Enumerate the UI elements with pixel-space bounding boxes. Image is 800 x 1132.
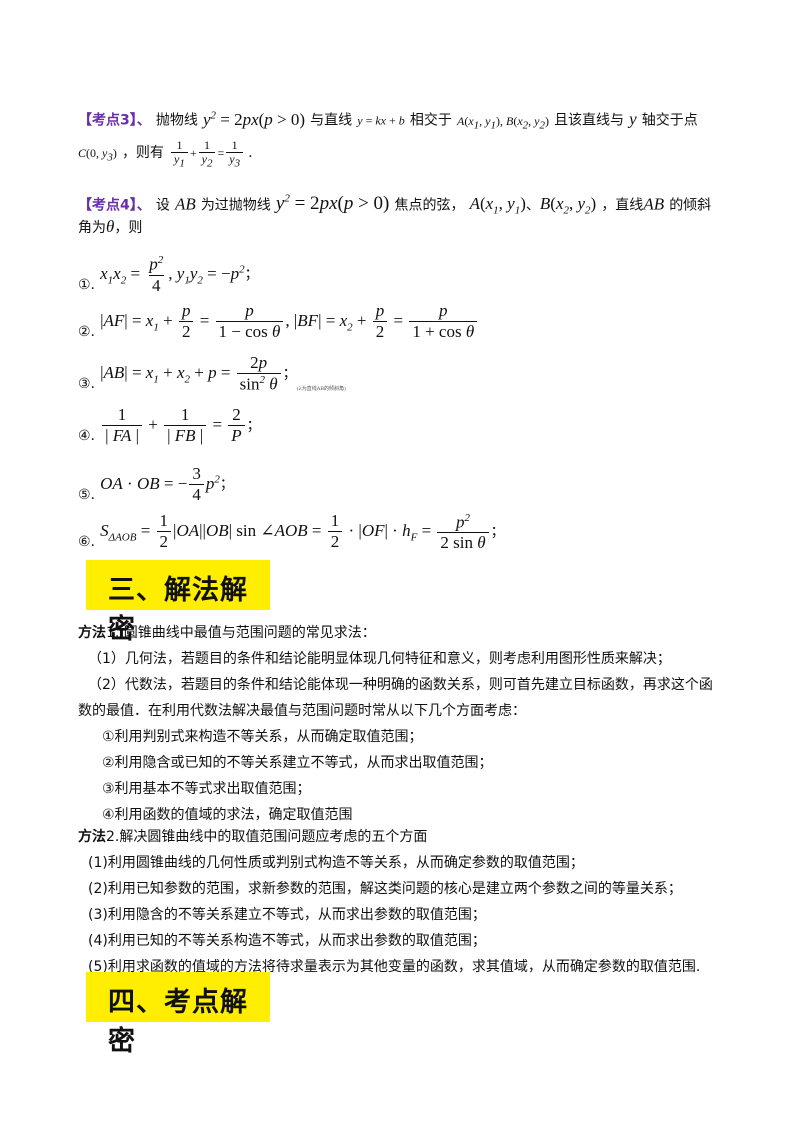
item-1-label: ①. (78, 276, 96, 293)
formula-points-ab: A(x1, y1), B(x2, y2) (456, 113, 549, 132)
kaodian4-sep: 、 (136, 197, 151, 214)
kaodian3-tag: 【考点3】 (78, 112, 137, 129)
formula-y: y (629, 109, 637, 129)
method2-title-line: 方法2.解决圆锥曲线中的取值范围问题应考虑的五个方面 (78, 826, 427, 846)
kaodian4-text8: ，则 (114, 220, 143, 236)
kaodian3-text6: ，则有 (121, 145, 164, 161)
formula-point-b: B(x2, y2) (539, 194, 597, 217)
method2-p1: (1)利用圆锥曲线的几何性质或判别式构造不等关系，从而确定参数的取值范围； (88, 855, 584, 871)
formula-point-c: C(0, y3) (78, 146, 117, 164)
method1-s4: ④利用函数的值域的求法，确定取值范围 (102, 807, 353, 823)
kaodian4-line2: 角为θ，则 (78, 214, 142, 240)
formula-ab: AB (174, 194, 196, 214)
item-4-semi: ； (246, 418, 261, 434)
tiny-note: (λ为直线AB的倾斜角) (296, 386, 346, 392)
method2-p3: (3)利用隐含的不等关系建立不等式，从而求出参数的取值范围； (88, 907, 486, 923)
kaodian4-line1: 【考点4】、 设 AB 为过抛物线 y2 = 2px(p > 0) 焦点的弦， … (78, 184, 712, 217)
section-4-banner: 四、考点解密 (86, 972, 270, 1057)
section-3-banner: 三、解法解密 (86, 560, 270, 645)
method2-label: 方法 (78, 829, 106, 845)
method2-p5: (5)利用求函数的值域的方法将待求量表示为其他变量的函数，求其值域，从而确定参数… (88, 959, 701, 975)
kaodian3-text7: . (248, 145, 253, 161)
method1-s2: ②利用隐含或已知的不等关系建立不等式，从而求出取值范围； (102, 755, 493, 771)
method2-p4: (4)利用已知的不等关系构造不等式，从而求出参数的取值范围； (88, 933, 486, 949)
kaodian3-line1: 【考点3】、 抛物线 y2 = 2px(p > 0) 与直线 y = kx + … (78, 100, 698, 132)
formula-point-a: A(x1, y1) (469, 194, 526, 217)
kaodian3-text3: 相交于 (409, 112, 452, 129)
formula-parabola: y2 = 2px(p > 0) (202, 109, 306, 129)
kaodian4-text3: 焦点的弦， (394, 197, 465, 214)
formula-theta: θ (106, 217, 115, 236)
formula-ab-2: AB (643, 194, 665, 214)
kaodian4-text5: ，直线 (601, 197, 644, 214)
kaodian3-sep: 、 (136, 112, 151, 129)
formula-line: y = kx + b (357, 113, 405, 128)
kaodian4-text4: 、 (525, 197, 540, 214)
item-6-semi: ； (490, 524, 505, 540)
method1-title-line: 方法1. 圆锥曲线中最值与范围问题的常见求法： (78, 622, 376, 642)
method1-p2a: （2）代数法，若题目的条件和结论能体现一种明确的函数关系，则可首先建立目标函数，… (88, 677, 713, 693)
kaodian4-text6: 的倾斜 (669, 197, 712, 214)
item-5-label: ⑤. (78, 486, 96, 503)
kaodian4-tag: 【考点4】 (78, 197, 137, 214)
kaodian3-text1: 抛物线 (155, 112, 198, 129)
section-4-title: 四、考点解密 (108, 987, 248, 1057)
item-1-semi: ； (244, 266, 259, 283)
method1-title: 1. 圆锥曲线中最值与范围问题的常见求法： (106, 625, 376, 641)
item-5-semi: ； (219, 476, 234, 493)
method1-s1: ①利用判别式来构造不等关系，从而确定取值范围； (102, 729, 423, 745)
kaodian3-text2: 与直线 (310, 112, 353, 129)
method1-p2b: 数的最值．在利用代数法解决最值与范围问题时常从以下几个方面考虑： (78, 703, 526, 719)
formula-parabola-2: y2 = 2px(p > 0) (275, 193, 390, 215)
item-6-label: ⑥. (78, 534, 96, 550)
method1-s3: ③利用基本不等式求出取值范围； (102, 781, 311, 797)
kaodian3-text5: 轴交于点 (641, 112, 698, 129)
method2-title: 2.解决圆锥曲线中的取值范围问题应考虑的五个方面 (106, 829, 428, 845)
item-4-label: ④. (78, 428, 96, 444)
item-3-semi: ； (282, 366, 297, 382)
item-2-label: ②. (78, 324, 96, 340)
item-3-label: ③. (78, 376, 96, 392)
kaodian4-text2: 为过抛物线 (200, 197, 271, 214)
method1-p1: （1）几何法，若题目的条件和结论能明显体现几何特征和意义，则考虑利用图形性质来解… (88, 651, 671, 667)
kaodian4-text7: 角为 (78, 220, 106, 236)
section-3-title: 三、解法解密 (108, 575, 248, 645)
method1-label: 方法 (78, 625, 106, 641)
kaodian3-text4: 且该直线与 (554, 112, 625, 129)
kaodian4-text1: 设 (155, 197, 170, 214)
method2-p2: (2)利用已知参数的范围，求新参数的范围，解这类问题的核心是建立两个参数之间的等… (88, 881, 682, 897)
